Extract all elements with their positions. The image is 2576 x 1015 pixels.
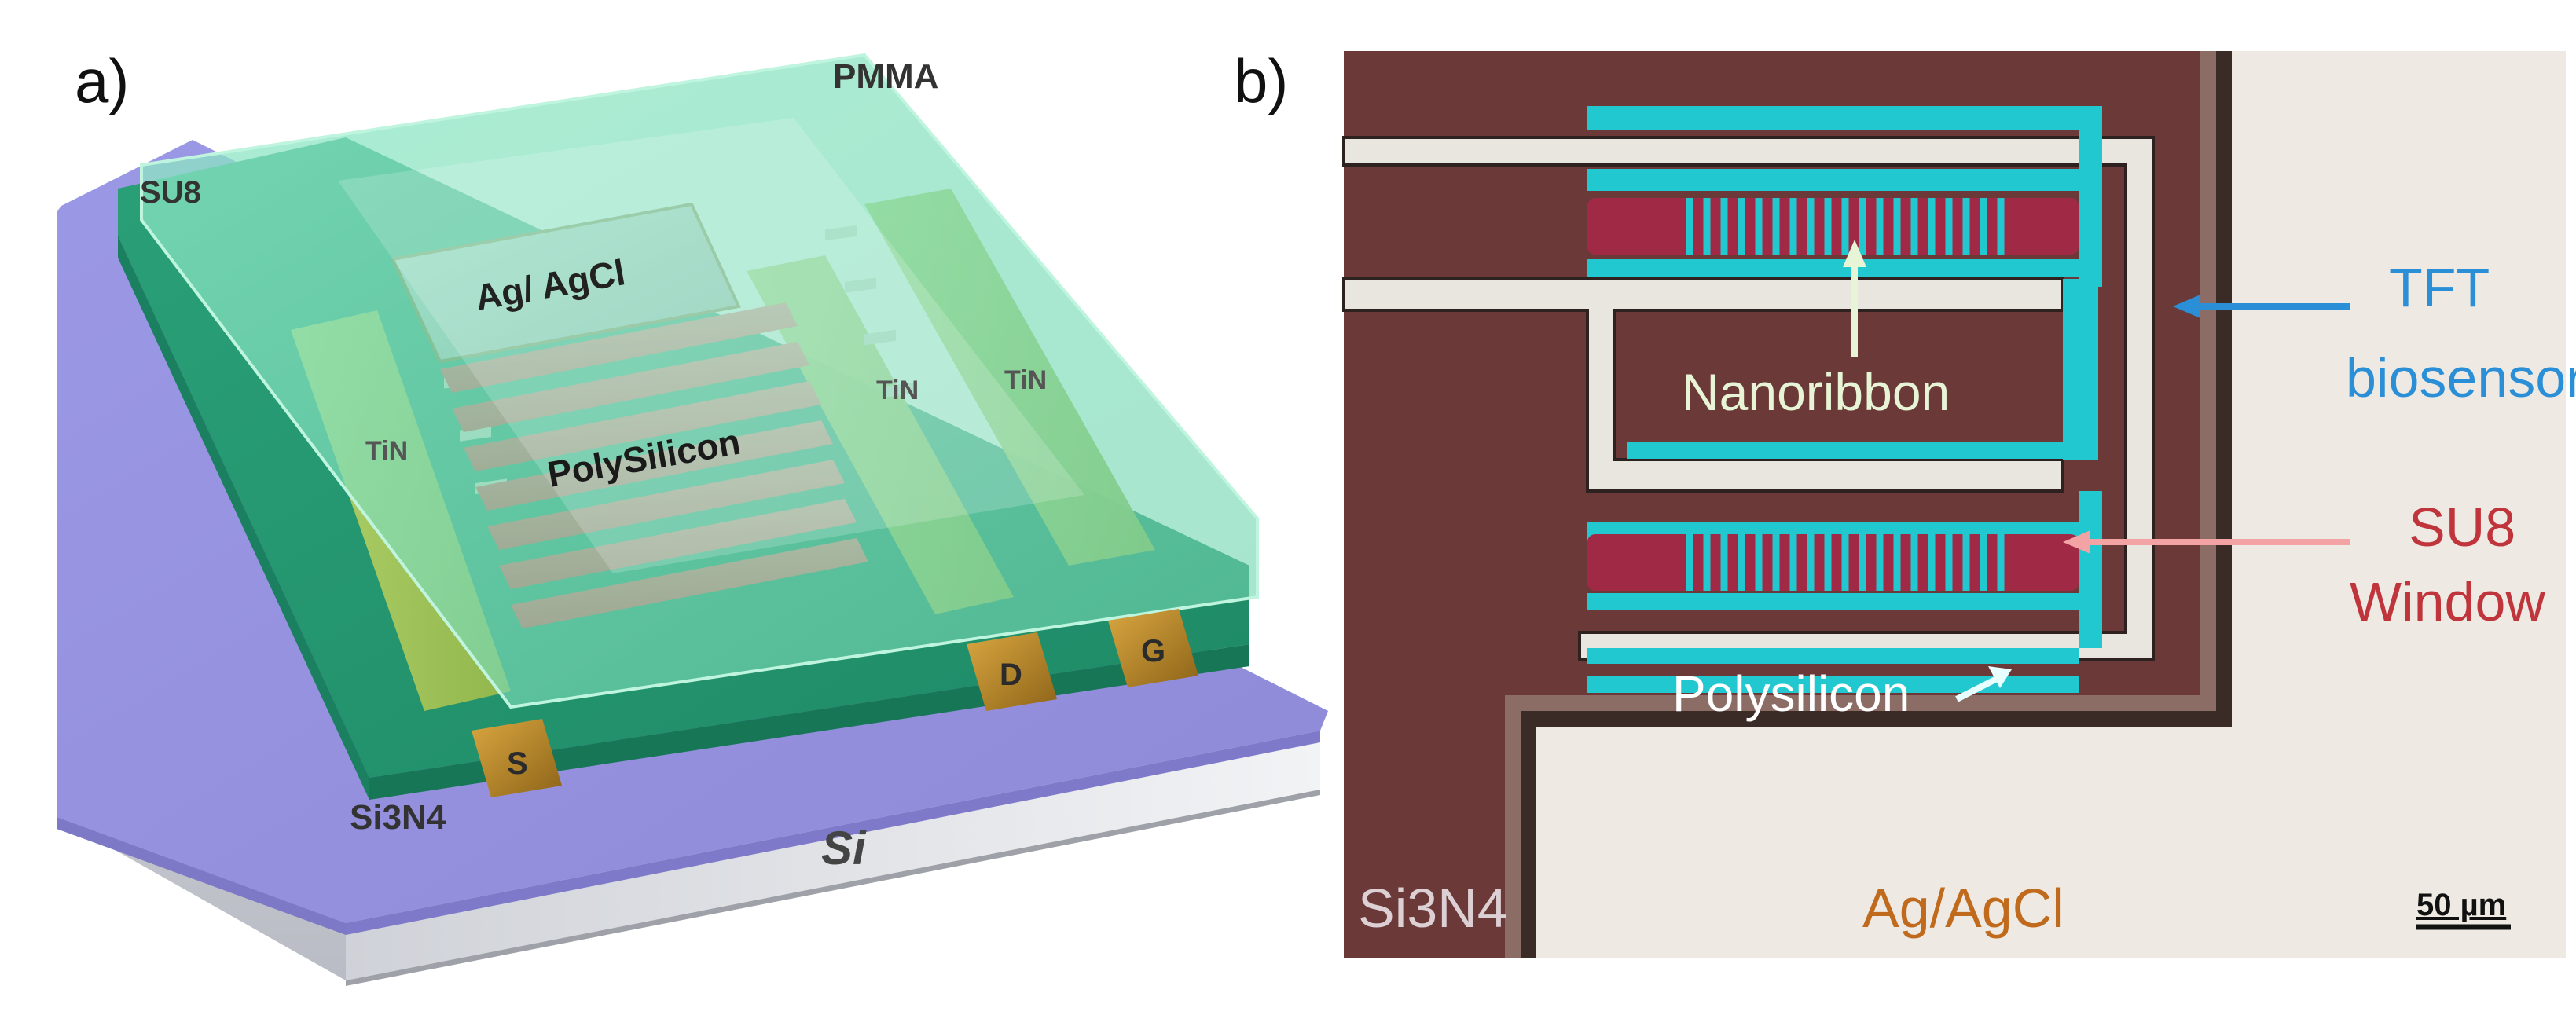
pad-source-label: S — [507, 746, 528, 781]
pad-gate-label: G — [1141, 634, 1165, 669]
panel-a-tag: a) — [75, 46, 129, 115]
pad-gate — [1108, 609, 1198, 687]
tin-right-outer-label: TiN — [1004, 365, 1047, 395]
panel-b-tag: b) — [1234, 46, 1288, 115]
pad-drain-label: D — [1000, 658, 1022, 692]
panel-b: b) — [1234, 46, 2576, 958]
contact-pads: S D G — [472, 609, 1198, 797]
trace-upper — [1342, 136, 2155, 661]
panel-a: a) — [57, 46, 1328, 986]
tin-left-label: TiN — [365, 436, 408, 466]
si3n4-label: Si3N4 — [350, 798, 446, 837]
polysilicon-arrow — [1955, 666, 2012, 702]
su8-label: SU8 — [140, 175, 201, 210]
nanoribbon-arrow — [1843, 240, 1866, 357]
agagcl-region — [1536, 51, 2566, 958]
pad-drain — [967, 632, 1057, 711]
tft-label-line1: TFT — [2389, 257, 2490, 318]
pmma-layer — [140, 53, 1259, 709]
su8-label-line1: SU8 — [2409, 497, 2515, 558]
scale-bar-label: 50 µm — [2416, 888, 2506, 922]
tin-right-inner-label: TiN — [876, 376, 919, 405]
si3n4-label-b: Si3N4 — [1358, 878, 1508, 939]
polysilicon-label-b: Polysilicon — [1672, 665, 1910, 722]
su8-window-bottom — [1587, 534, 2079, 591]
su8-label-line2: Window — [2350, 571, 2545, 632]
scale-bar: 50 µm — [2416, 888, 2511, 930]
nanoribbon-label: Nanoribbon — [1682, 363, 1950, 421]
pmma-label: PMMA — [833, 57, 938, 96]
tft-arrow — [2173, 295, 2350, 318]
su8-window-top — [1587, 198, 2079, 255]
su8-arrow — [2063, 530, 2350, 554]
agagcl-label-b: Ag/AgCl — [1862, 878, 2064, 939]
tft-label-line2: biosensor — [2346, 347, 2576, 409]
si-label: Si — [821, 822, 867, 874]
pad-source — [472, 719, 562, 797]
